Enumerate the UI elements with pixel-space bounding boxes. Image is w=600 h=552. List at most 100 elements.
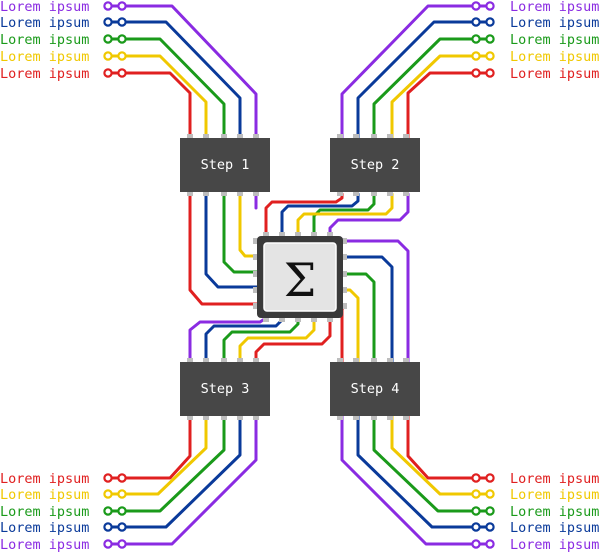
trace-tl-green [122, 37, 226, 142]
chip-pin [337, 358, 343, 362]
trace-s4-purple [341, 239, 410, 364]
trace-br-green [372, 413, 476, 513]
step-4-label: Step 4 [351, 381, 400, 397]
step-2-label: Step 2 [351, 157, 400, 173]
connector-ring-icon [471, 1, 481, 11]
label-bottom-right-3: Lorem ipsum [510, 504, 599, 520]
trace-tl-purple [122, 4, 258, 142]
chip-pin [253, 192, 259, 196]
processor-pin [342, 287, 347, 293]
trace-bl-green [122, 413, 226, 513]
label-connectors [103, 1, 495, 549]
chip-pin [187, 192, 193, 196]
trace-s4-yellow [341, 288, 360, 364]
trace-bl-blue [122, 413, 242, 529]
processor-chip[interactable]: Σ [253, 232, 347, 322]
trace-tl-red [122, 71, 192, 142]
processor-pin [279, 317, 285, 322]
step-4-body [330, 362, 420, 416]
chip-pin [387, 416, 393, 420]
connector-ring-icon [117, 489, 127, 499]
label-top-right-1: Lorem ipsum [510, 0, 599, 15]
label-top-left-1: Lorem ipsum [0, 0, 89, 15]
chip-step-3[interactable]: Step 3 [180, 358, 270, 420]
connector-ring-icon [103, 34, 113, 44]
processor-pin [311, 317, 317, 322]
step-3-body [180, 362, 270, 416]
step-1-body [180, 138, 270, 192]
chip-pin [371, 358, 377, 362]
connector-ring-icon [103, 522, 113, 532]
connector-ring-icon [103, 473, 113, 483]
label-bottom-right-2: Lorem ipsum [510, 487, 599, 503]
connector-ring-icon [485, 539, 495, 549]
sigma-icon: Σ [284, 253, 317, 307]
connector-ring-icon [471, 17, 481, 27]
processor-pin [253, 271, 258, 277]
chip-step-2[interactable]: Step 2 [330, 134, 420, 196]
connector-ring-icon [117, 17, 127, 27]
chip-pin [403, 134, 409, 138]
label-top-right-5: Lorem ipsum [510, 66, 599, 82]
processor-pin [311, 232, 317, 237]
processor-pin [295, 232, 301, 237]
connector-ring-icon [471, 539, 481, 549]
trace-br-purple [340, 413, 476, 546]
trace-tr-blue [356, 20, 476, 142]
connector-ring-icon [117, 473, 127, 483]
trace-s1-green [222, 192, 259, 274]
trace-br-red [406, 413, 476, 480]
label-top-right-2: Lorem ipsum [510, 15, 599, 31]
processor-pin [342, 254, 347, 260]
chip-pin [203, 192, 209, 196]
trace-s3-red [254, 316, 332, 364]
chip-step-4[interactable]: Step 4 [330, 358, 420, 420]
connector-ring-icon [103, 1, 113, 11]
chip-pin [253, 358, 259, 362]
connector-ring-icon [471, 68, 481, 78]
processor-pin [342, 303, 347, 309]
chip-pin [337, 134, 343, 138]
chip-pin [237, 192, 243, 196]
connector-ring-icon [103, 539, 113, 549]
chip-pin [371, 134, 377, 138]
connector-ring-icon [117, 34, 127, 44]
chip-pin [237, 134, 243, 138]
chip-pin [221, 192, 227, 196]
trace-tl-yellow [122, 54, 208, 142]
chip-pin [187, 416, 193, 420]
trace-br-yellow [390, 413, 476, 496]
processor-pin [263, 317, 269, 322]
label-top-left-5: Lorem ipsum [0, 66, 89, 82]
trace-s4-blue [341, 255, 394, 364]
step-2-body [330, 138, 420, 192]
label-top-left-3: Lorem ipsum [0, 32, 89, 48]
processor-pin [327, 317, 333, 322]
trace-s1-blue [204, 192, 259, 289]
chip-pin [253, 416, 259, 420]
chip-pin [387, 134, 393, 138]
connector-ring-icon [485, 34, 495, 44]
processor-face [263, 242, 337, 312]
processor-pin [253, 287, 258, 293]
processor-pin [279, 232, 285, 237]
processor-pin [342, 238, 347, 244]
connector-ring-icon [103, 489, 113, 499]
connector-ring-icon [485, 473, 495, 483]
label-bottom-right-1: Lorem ipsum [510, 471, 599, 487]
chip-step-1[interactable]: Step 1 [180, 134, 270, 196]
chip-pin [221, 134, 227, 138]
trace-br-blue [356, 413, 476, 529]
chip-pin [371, 416, 377, 420]
chip-pin [403, 358, 409, 362]
chip-pin [237, 416, 243, 420]
connector-ring-icon [103, 506, 113, 516]
connector-ring-icon [117, 506, 127, 516]
trace-s2-red [264, 192, 344, 238]
chip-pin [353, 192, 359, 196]
chip-pin [237, 358, 243, 362]
processor-pin [253, 254, 258, 260]
chip-pin [203, 358, 209, 362]
chip-pin [337, 192, 343, 196]
